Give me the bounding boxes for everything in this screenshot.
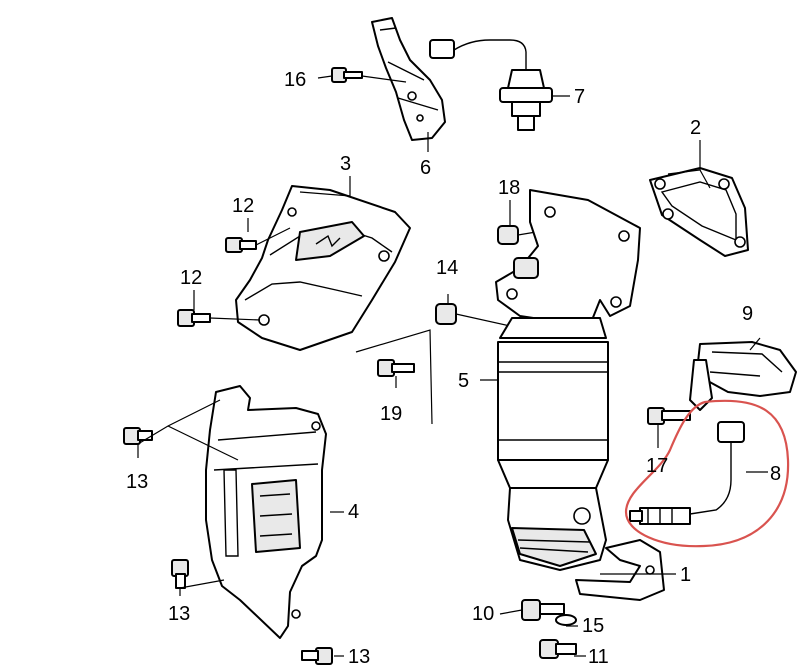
callout-18: 18 — [498, 177, 520, 199]
part-12-bolt-upper — [225, 227, 291, 253]
leader-lines — [137, 75, 768, 657]
callout-11: 11 — [588, 646, 609, 666]
part-19-bolt — [355, 329, 433, 425]
callout-17: 17 — [646, 455, 668, 477]
part-18-nut — [497, 225, 549, 245]
callout-4: 4 — [348, 501, 359, 523]
part-12-bolt-lower — [177, 309, 261, 327]
highlight-outline — [624, 399, 790, 548]
part-13-bolt-top — [123, 427, 153, 445]
callout-16: 16 — [284, 69, 306, 91]
callout-13-mid: 13 — [168, 603, 190, 625]
callout-19: 19 — [380, 403, 402, 425]
part-6-bracket — [371, 17, 446, 141]
part-7-oxygen-sensor — [429, 39, 553, 131]
callout-6: 6 — [420, 157, 431, 179]
callout-13-top: 13 — [126, 471, 148, 493]
part-5-catalytic-converter — [495, 189, 641, 571]
callout-3: 3 — [340, 153, 351, 175]
callout-2: 2 — [690, 117, 701, 139]
part-16-bolt — [331, 67, 407, 83]
part-4-lower-heat-shield — [205, 385, 327, 639]
callout-labels: 1 2 3 4 5 6 7 8 9 10 11 12 12 13 13 13 1… — [126, 69, 781, 666]
callout-14: 14 — [436, 257, 458, 279]
part-2-gasket — [649, 167, 749, 257]
callout-12-upper: 12 — [232, 195, 254, 217]
part-15-washer — [555, 614, 577, 626]
part-11-bolt — [539, 639, 577, 659]
callout-12-lower: 12 — [180, 267, 202, 289]
callout-13-bottom: 13 — [348, 646, 370, 666]
callout-5: 5 — [458, 370, 469, 392]
callout-8: 8 — [770, 463, 781, 485]
part-17-bolt — [647, 407, 691, 425]
part-3-upper-heat-shield — [235, 185, 411, 351]
part-13-bolt-mid — [171, 559, 189, 589]
part-13-bolt-bottom — [301, 647, 333, 665]
part-1-lower-bracket — [575, 539, 665, 601]
callout-10: 10 — [472, 603, 494, 625]
callout-9: 9 — [742, 303, 753, 325]
part-9-bracket — [689, 341, 797, 411]
callout-1: 1 — [680, 564, 691, 586]
callout-7: 7 — [574, 86, 585, 108]
callout-15: 15 — [582, 615, 604, 637]
part-8-oxygen-sensor — [629, 421, 745, 525]
part-14-nut — [435, 303, 511, 327]
